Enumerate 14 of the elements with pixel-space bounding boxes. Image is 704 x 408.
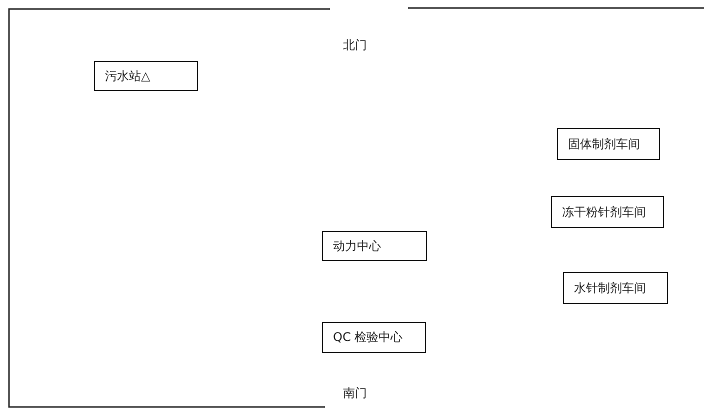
building-box (557, 128, 660, 160)
building-box (563, 272, 668, 304)
building-box (322, 231, 427, 261)
building-name: 冻干粉针剂车间 (562, 204, 646, 220)
gate-label: 北门 (343, 37, 367, 54)
building-name: 水针制剂车间 (574, 280, 646, 296)
building-name: QC 检验中心 (333, 329, 403, 346)
gate-label: 南门 (343, 385, 367, 402)
building-box (94, 61, 198, 91)
building-box (551, 196, 664, 228)
building-name: 动力中心 (333, 238, 381, 254)
building-box (322, 322, 426, 353)
building-name: 污水站△ (105, 68, 150, 84)
building-name: 固体制剂车间 (568, 136, 640, 152)
